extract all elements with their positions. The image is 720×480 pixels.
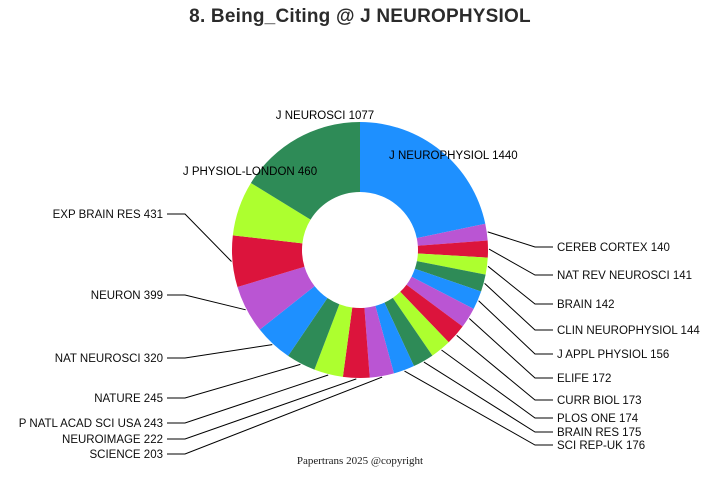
slice-label-outside: EXP BRAIN RES 431 — [53, 209, 163, 221]
donut-slice[interactable] — [360, 122, 486, 239]
donut-slices[interactable] — [231, 122, 488, 379]
slice-label-outside: PLOS ONE 174 — [557, 413, 639, 425]
leader-line — [488, 248, 553, 276]
leader-line — [167, 378, 357, 440]
leader-line — [487, 265, 553, 305]
slice-label-outside: BRAIN 142 — [557, 299, 615, 311]
donut-slice[interactable] — [288, 297, 340, 370]
copyright-footer: Papertrans 2025 @copyright — [296, 455, 424, 467]
slice-label-outside: NEURON 399 — [91, 290, 163, 302]
donut-slice[interactable] — [232, 183, 311, 244]
donut-slice[interactable] — [400, 284, 463, 343]
chart-title: 8. Being_Citing @ J NEUROPHYSIOL — [189, 6, 531, 27]
slice-label-outside: CEREB CORTEX 140 — [557, 242, 670, 254]
donut-slice[interactable] — [364, 305, 394, 378]
donut-slice[interactable] — [342, 307, 370, 379]
donut-slice[interactable] — [392, 291, 449, 356]
donut-slice[interactable] — [231, 235, 305, 288]
leader-line — [167, 294, 246, 311]
leader-line — [167, 376, 383, 455]
slice-label-outside: BRAIN RES 175 — [557, 427, 641, 439]
leader-line — [487, 231, 553, 248]
slice-label-outside: NEUROIMAGE 222 — [62, 434, 163, 446]
slice-label-outside: NATURE 245 — [94, 393, 163, 405]
leader-line — [478, 300, 553, 355]
donut-slice[interactable] — [250, 122, 360, 220]
slice-label-outside: NAT REV NEUROSCI 141 — [557, 270, 692, 282]
donut-slice[interactable] — [259, 286, 328, 356]
leader-line — [441, 349, 553, 419]
leader-line — [423, 361, 553, 433]
slice-label-inside: J PHYSIOL-LONDON 460 — [183, 166, 317, 178]
slice-label-outside: NAT NEUROSCI 320 — [55, 353, 163, 365]
donut-slice[interactable] — [375, 302, 414, 374]
donut-slice[interactable] — [411, 268, 482, 309]
slice-label-outside: CLIN NEUROPHYSIOL 144 — [557, 325, 700, 337]
slice-label-outside: SCI REP-UK 176 — [557, 440, 645, 452]
slice-label-outside: CURR BIOL 173 — [557, 395, 642, 407]
leader-line — [404, 370, 553, 446]
slice-label-outside: P NATL ACAD SCI USA 243 — [19, 418, 163, 430]
donut-slice[interactable] — [384, 297, 433, 367]
donut-slice[interactable] — [237, 266, 315, 330]
donut-slice[interactable] — [406, 276, 474, 327]
leader-line — [167, 344, 273, 359]
leader-line — [484, 283, 553, 331]
donut-slice[interactable] — [416, 253, 488, 275]
slice-labels: J NEUROPHYSIOL 1440 J NEUROSCI 1077 J PHYS… — [19, 110, 701, 461]
slice-label-outside: J APPL PHYSIOL 156 — [557, 349, 669, 361]
leader-line — [167, 374, 329, 424]
slice-label-outside: ELIFE 172 — [557, 373, 611, 385]
leader-line — [468, 318, 553, 379]
donut-slice[interactable] — [416, 223, 488, 246]
slice-label-inside: J NEUROSCI 1077 — [276, 110, 374, 122]
donut-slice[interactable] — [417, 240, 488, 258]
leader-line — [167, 363, 301, 399]
slice-label-outside: SCIENCE 203 — [89, 449, 163, 461]
leader-line — [167, 213, 232, 262]
leader-lines — [167, 213, 553, 455]
leader-line — [456, 335, 553, 401]
donut-slice[interactable] — [314, 304, 353, 377]
slice-label-inside: J NEUROPHYSIOL 1440 — [389, 150, 518, 162]
donut-slice[interactable] — [414, 261, 486, 292]
